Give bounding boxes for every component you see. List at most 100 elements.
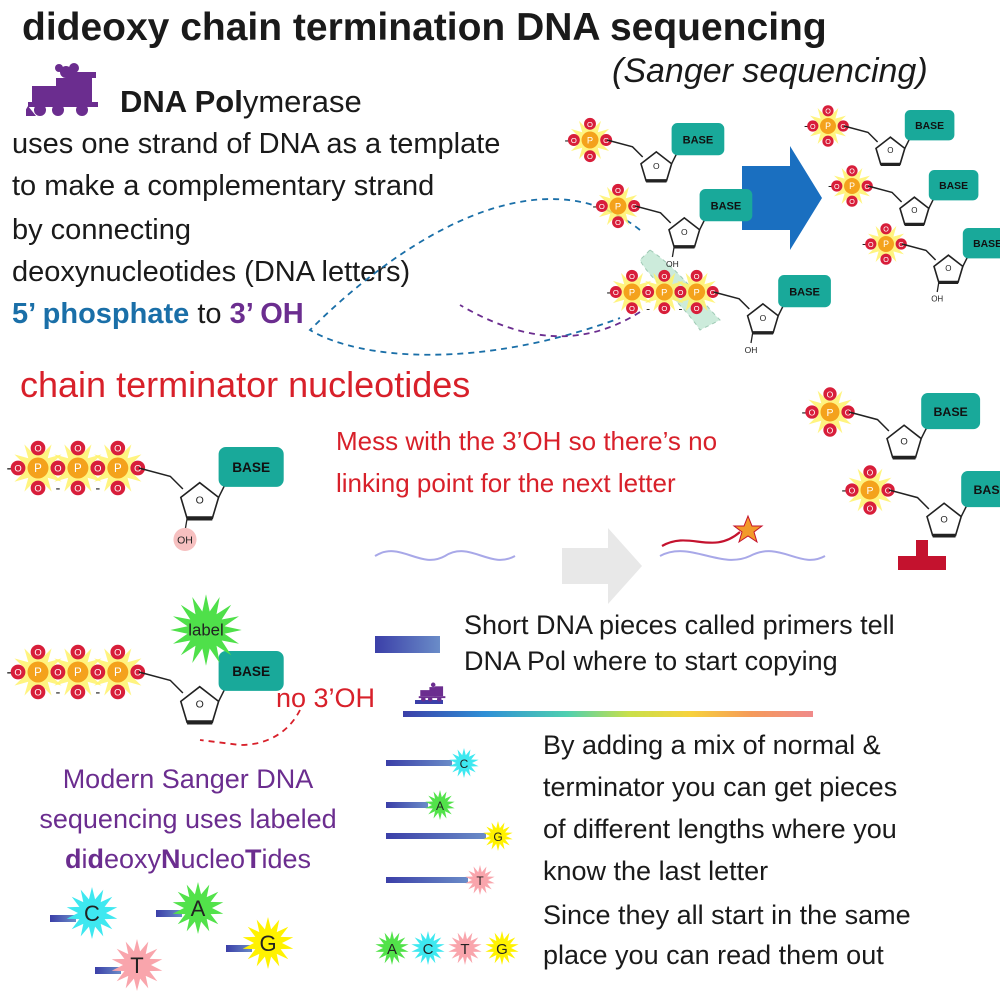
description-line-1: uses one strand of DNA as a template [12, 128, 501, 160]
base-block [921, 393, 981, 430]
svg-text:G: G [259, 931, 276, 956]
svg-text:O: O [34, 648, 41, 659]
svg-text:O: O [887, 146, 893, 155]
svg-text:O: O [14, 668, 21, 679]
ddntp-part: eoxy [103, 844, 161, 874]
svg-text:T: T [130, 953, 143, 978]
svg-text:-: - [565, 132, 570, 147]
page-title: dideoxy chain termination DNA sequencing [22, 6, 827, 49]
svg-text:-: - [7, 458, 13, 477]
svg-text:O: O [898, 240, 904, 249]
base-block [671, 123, 725, 156]
readout-letter: G [485, 931, 519, 965]
svg-text:P: P [867, 486, 874, 497]
svg-text:-: - [802, 404, 807, 421]
svg-text:-: - [55, 685, 60, 701]
primers-line-2: DNA Pol where to start copying [464, 646, 838, 676]
ddntp-word: dideoxyNucleoTides [8, 844, 368, 875]
mix-line-2: terminator you can get pieces [543, 772, 898, 802]
svg-text:-: - [7, 662, 13, 681]
primers-line-1: Short DNA pieces called primers tell [464, 610, 895, 640]
base-block [778, 275, 831, 308]
svg-text:O: O [694, 272, 700, 281]
svg-text:O: O [840, 122, 846, 131]
svg-text:BASE: BASE [232, 664, 270, 679]
svg-text:O: O [845, 407, 852, 417]
svg-text:O: O [867, 467, 874, 477]
svg-text:O: O [827, 389, 834, 399]
mix-line-4: know the last letter [543, 856, 769, 886]
svg-text:G: G [496, 941, 508, 958]
ddntp-part: ides [261, 844, 312, 874]
svg-text:O: O [34, 688, 41, 699]
mini-train-icon [418, 682, 446, 702]
oh-connector [459, 304, 641, 338]
svg-text:O: O [629, 272, 635, 281]
svg-text:O: O [114, 688, 121, 699]
svg-text:-: - [95, 481, 100, 497]
svg-text:OH: OH [931, 295, 943, 304]
svg-text:O: O [196, 699, 204, 711]
svg-text:O: O [134, 464, 141, 475]
description-line-4: deoxynucleotides (DNA letters) [12, 256, 411, 288]
svg-text:-: - [607, 284, 612, 299]
svg-text:O: O [114, 444, 121, 455]
svg-text:O: O [825, 137, 831, 146]
svg-text:OH: OH [666, 259, 679, 269]
svg-text:BASE: BASE [934, 405, 968, 419]
svg-text:-: - [678, 301, 682, 315]
svg-text:-: - [842, 482, 847, 499]
phosphate-term: 5’ phosphate [12, 298, 190, 330]
ddntp-star: G [226, 917, 294, 969]
svg-text:O: O [681, 227, 688, 237]
svg-text:O: O [834, 182, 840, 191]
svg-text:O: O [864, 182, 870, 191]
ddntp-part: N [160, 844, 181, 874]
polymerase-rest: ymerase [242, 84, 362, 119]
readout-letter: A [375, 931, 409, 965]
svg-text:P: P [587, 135, 593, 145]
svg-text:O: O [661, 272, 667, 281]
svg-text:O: O [114, 648, 121, 659]
svg-text:-: - [804, 118, 808, 133]
terminator-heading: chain terminator nucleotides [20, 364, 471, 405]
readout-letter: T [448, 931, 482, 965]
svg-text:O: O [54, 668, 61, 679]
svg-text:O: O [74, 444, 81, 455]
ddntp-star: C [50, 887, 118, 939]
base-block [218, 651, 284, 691]
svg-text:O: O [849, 197, 855, 206]
svg-text:O: O [825, 107, 831, 116]
svg-text:O: O [94, 668, 101, 679]
svg-text:G: G [493, 830, 502, 844]
svg-text:OH: OH [177, 535, 193, 547]
svg-text:P: P [615, 201, 621, 211]
svg-text:-: - [55, 481, 60, 497]
svg-text:O: O [615, 218, 621, 227]
base-block [904, 110, 955, 141]
svg-text:-: - [593, 198, 598, 213]
svg-text:O: O [54, 464, 61, 475]
polymerase-label: DNA Polymerase [120, 84, 362, 120]
svg-text:C: C [84, 901, 100, 926]
svg-text:O: O [945, 264, 951, 273]
svg-text:O: O [940, 514, 947, 525]
block-3oh-icon [898, 540, 946, 570]
svg-text:A: A [191, 896, 206, 921]
base-block [218, 447, 284, 487]
svg-text:P: P [661, 287, 667, 297]
svg-text:O: O [196, 495, 204, 507]
svg-text:O: O [134, 668, 141, 679]
svg-text:O: O [74, 688, 81, 699]
svg-text:O: O [885, 485, 892, 495]
svg-text:O: O [760, 313, 767, 323]
mix-line-1: By adding a mix of normal & [543, 730, 881, 760]
